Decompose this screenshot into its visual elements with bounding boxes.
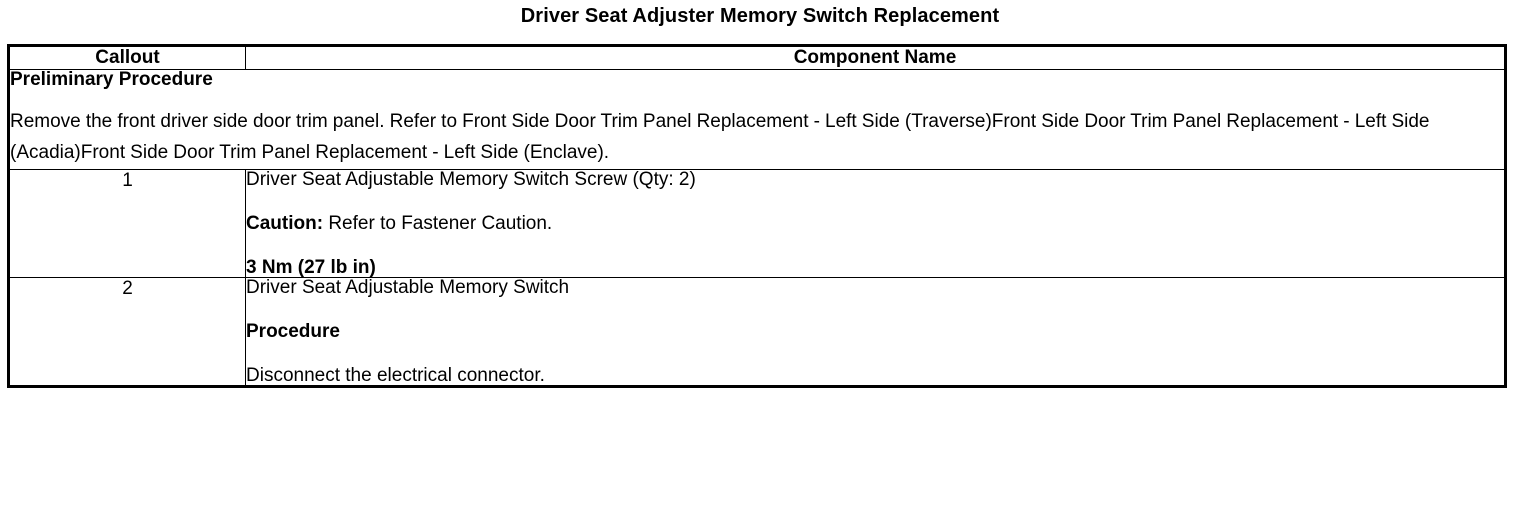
- component-line: Caution: Refer to Fastener Caution.: [246, 212, 553, 234]
- table-row: 2 Driver Seat Adjustable Memory Switch P…: [8, 276, 1506, 387]
- preliminary-procedure-row: Preliminary Procedure Remove the front d…: [8, 69, 1506, 170]
- callout-number: 1: [8, 168, 246, 278]
- service-procedure-table: Callout Component Name Preliminary Proce…: [7, 44, 1507, 388]
- emphasis-text: Procedure: [246, 320, 340, 342]
- component-description-cell: Driver Seat Adjustable Memory Switch Pro…: [245, 276, 1506, 387]
- component-line: Disconnect the electrical connector.: [246, 364, 545, 386]
- page-title: Driver Seat Adjuster Memory Switch Repla…: [520, 5, 1000, 27]
- emphasis-text: 3 Nm (27 lb in): [246, 256, 376, 278]
- component-description-cell: Driver Seat Adjustable Memory Switch Scr…: [245, 168, 1506, 278]
- table-header-row: Callout Component Name: [8, 45, 1506, 70]
- emphasis-label: Caution:: [246, 212, 324, 234]
- column-header-component-name: Component Name: [245, 45, 1506, 70]
- table-row: 1 Driver Seat Adjustable Memory Switch S…: [8, 168, 1506, 278]
- component-line: 3 Nm (27 lb in): [246, 233, 1504, 277]
- callout-number: 2: [8, 276, 246, 387]
- service-procedure-table-wrapper: Callout Component Name Preliminary Proce…: [7, 44, 1507, 388]
- preliminary-procedure-cell: Preliminary Procedure Remove the front d…: [8, 69, 1506, 170]
- preliminary-procedure-body: Remove the front driver side door trim p…: [10, 111, 1430, 163]
- component-line: Driver Seat Adjustable Memory Switch: [246, 276, 570, 298]
- column-header-callout: Callout: [8, 45, 246, 70]
- component-line: Driver Seat Adjustable Memory Switch Scr…: [246, 168, 696, 190]
- component-line: Procedure: [246, 297, 1504, 341]
- preliminary-procedure-heading: Preliminary Procedure: [10, 69, 213, 90]
